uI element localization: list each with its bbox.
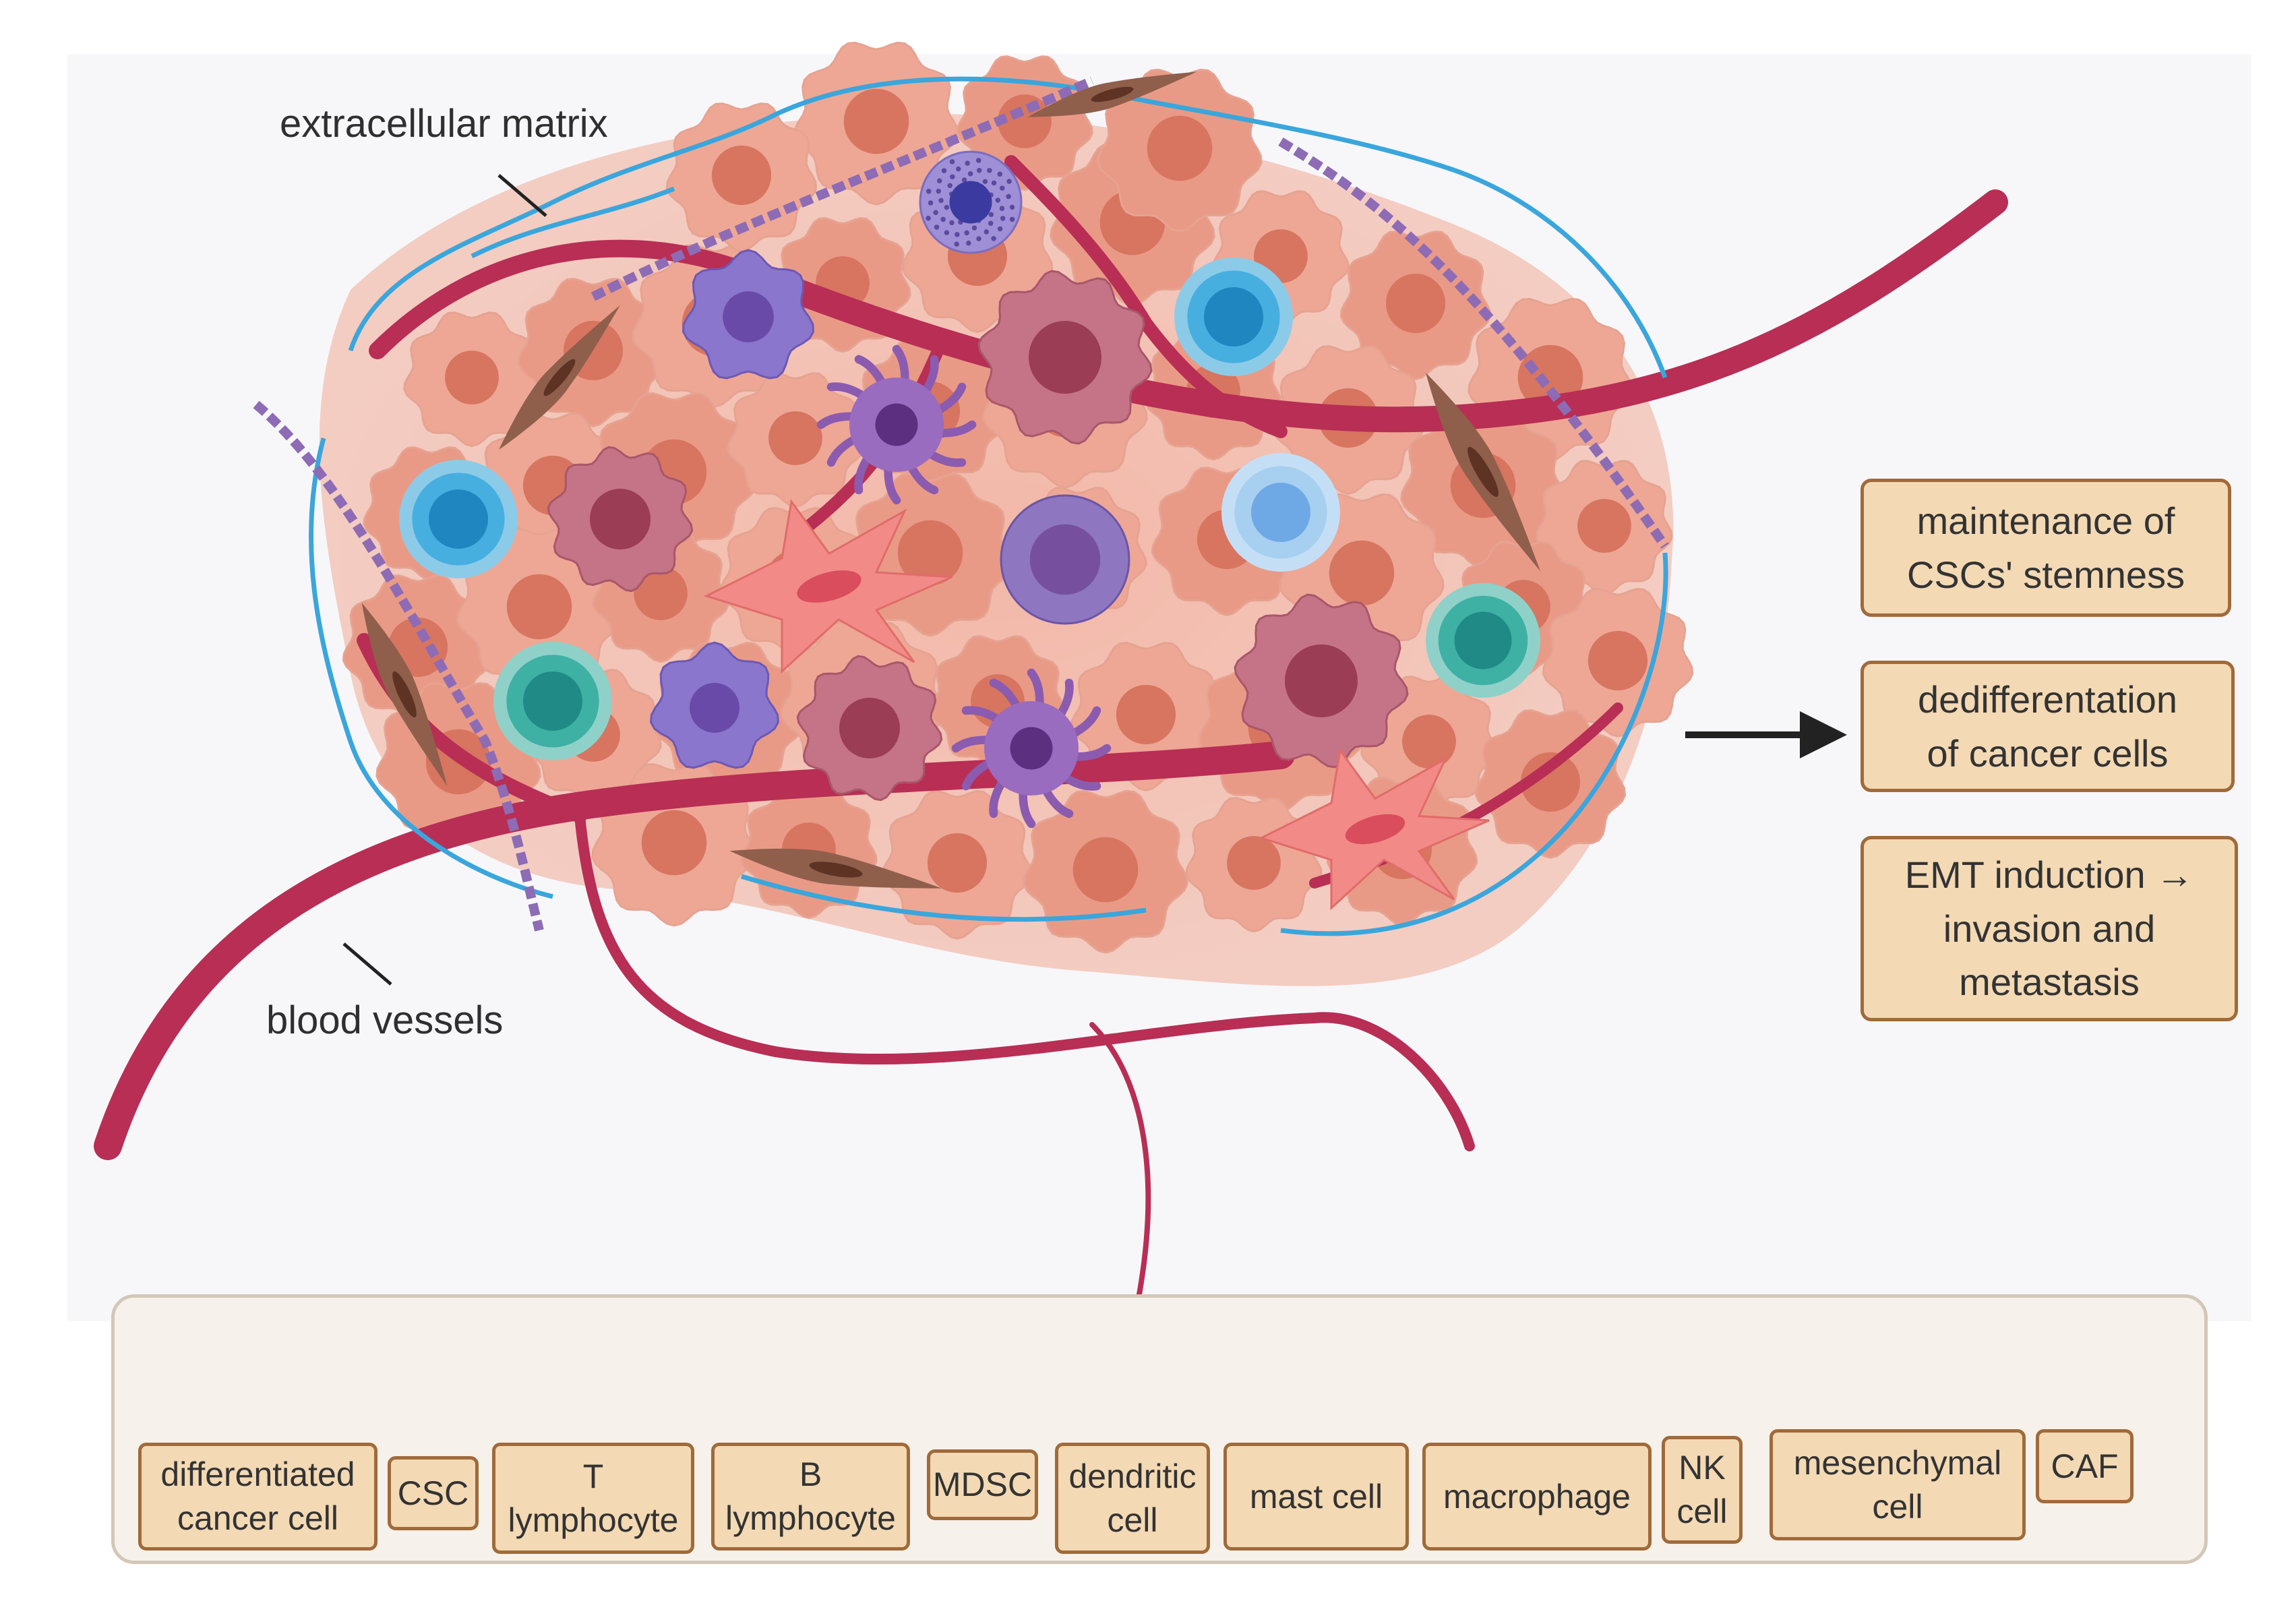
legend-label-t-lymphocyte: T lymphocyte <box>492 1443 694 1554</box>
legend-label-csc: CSC <box>388 1456 479 1530</box>
legend-label-mdsc: MDSC <box>927 1449 1038 1520</box>
outcome-stemness: maintenance of CSCs' stemness <box>1860 479 2231 617</box>
outcome-dedifferentiation: dedifferentation of cancer cells <box>1860 661 2235 792</box>
legend-label-mast-cell: mast cell <box>1223 1443 1409 1551</box>
right-arrow-icon <box>1685 711 1847 758</box>
legend-label-dendritic-cell: dendritic cell <box>1055 1443 1210 1554</box>
immune-cell-scene <box>399 150 1540 911</box>
legend-label-nk-cell: NK cell <box>1662 1436 1743 1544</box>
legend-label-differentiated-cancer-cell: differentiated cancer cell <box>138 1443 377 1551</box>
collagen-fibers <box>253 76 1669 932</box>
ecm-leader-line <box>497 174 547 217</box>
vessels-label: blood vessels <box>266 998 504 1042</box>
caf-cells <box>361 71 1540 889</box>
legend-label-mesenchymal-cell: mesenchymal cell <box>1769 1429 2026 1540</box>
legend-label-b-lymphocyte: B lymphocyte <box>711 1443 910 1551</box>
ecm-label: extracellular matrix <box>280 102 608 146</box>
vessels-leader-line <box>342 942 392 986</box>
extracellular-matrix-fibers <box>308 76 1668 936</box>
outcome-emt: EMT induction → invasion and metastasis <box>1860 836 2238 1021</box>
legend-label-caf: CAF <box>2036 1429 2134 1503</box>
legend-label-macrophage: macrophage <box>1422 1443 1652 1551</box>
